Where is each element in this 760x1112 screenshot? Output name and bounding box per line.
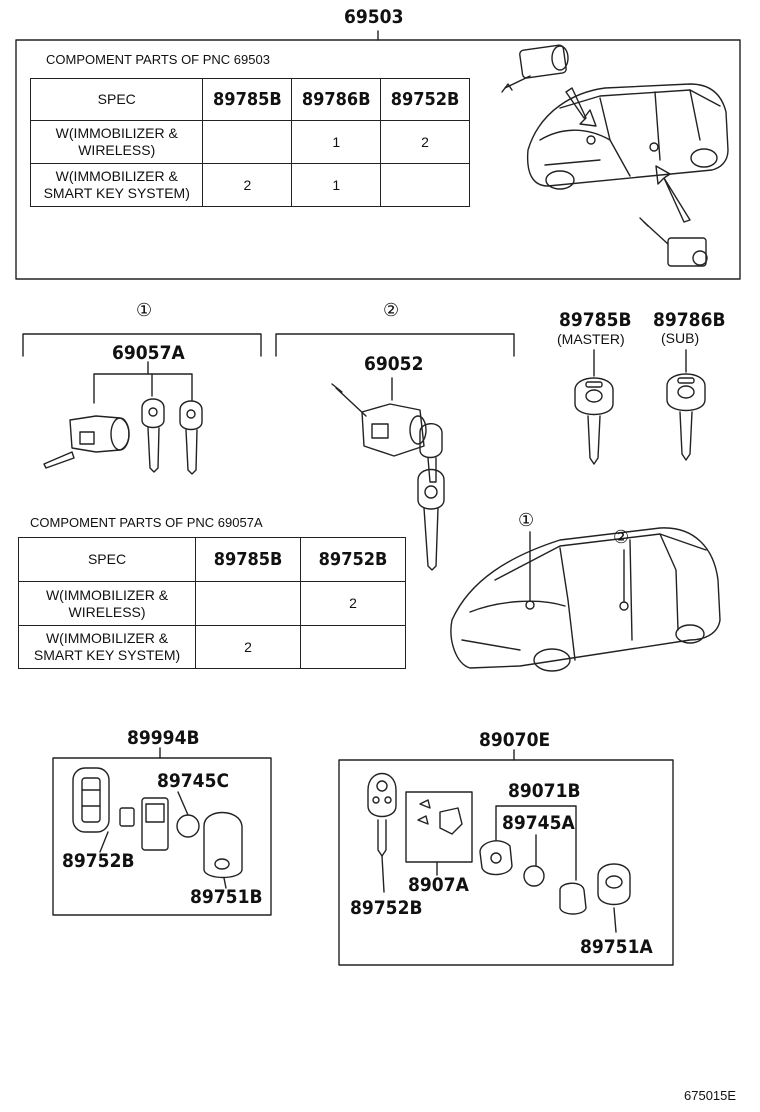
table-cell: 1 — [291, 120, 382, 164]
spec-line: W(IMMOBILIZER & — [45, 630, 169, 646]
group1-bracket — [22, 333, 262, 357]
table-cell: 2 — [380, 120, 470, 164]
transmitter-part-label: 89751A — [580, 936, 653, 958]
smart-key-group-frame — [52, 757, 272, 916]
transmitter-part-label: 89752B — [350, 897, 423, 919]
top-table-title: COMPOMENT PARTS OF PNC 69503 — [46, 52, 270, 67]
group2-cylinder-drawing — [331, 377, 427, 457]
transmitter-part-label: 8907A — [408, 874, 469, 896]
table-cell — [380, 163, 470, 207]
table-row: W(IMMOBILIZER &WIRELESS) 1 2 — [29, 120, 470, 164]
top-cylinder-drawing — [501, 44, 569, 93]
middle-car-marker-2: ② — [613, 527, 630, 547]
group1-cylinder-drawing — [43, 415, 130, 469]
table-cell: 1 — [291, 163, 382, 207]
transmitter-part-label: 89071B — [508, 780, 581, 802]
smart-key-part-label: 89745C — [157, 770, 230, 792]
spec-line: W(IMMOBILIZER & — [55, 125, 178, 141]
middle-car-drawing — [450, 527, 721, 672]
transmitter-parts-box — [405, 791, 473, 863]
transmitter-part-label: 89745A — [502, 812, 575, 834]
transmitter-cover-drawing — [559, 882, 587, 915]
transmitter-case-drawing — [479, 840, 513, 876]
smart-key-battery — [176, 814, 200, 838]
smart-key-group-pnc: 89994B — [127, 727, 200, 749]
transmitter-group-pnc: 89070E — [479, 729, 551, 751]
group2-pnc: 69052 — [364, 353, 424, 375]
top-table-header-spec: SPEC — [29, 78, 204, 121]
smart-key-insert-drawing — [141, 797, 169, 851]
top-table-header-col1: 89785B — [202, 78, 293, 121]
spec-line: WIRELESS) — [78, 142, 156, 158]
transmitter-battery — [523, 865, 545, 887]
spec-line: W(IMMOBILIZER & — [55, 168, 178, 184]
top-door-lock-drawing — [639, 217, 708, 267]
spec-line: SMART KEY SYSTEM) — [43, 185, 190, 201]
group2-bracket — [275, 333, 515, 357]
top-group-pnc: 69503 — [344, 6, 404, 28]
transmitter-bracket — [495, 805, 577, 881]
table-row: W(IMMOBILIZER &WIRELESS) 2 — [17, 581, 406, 626]
master-key-pnc: 89785B — [559, 309, 632, 331]
transmitter-small-parts — [417, 799, 463, 835]
mid-spec-table: SPEC 89785B 89752B W(IMMOBILIZER &WIRELE… — [17, 537, 406, 669]
top-spec-table: SPEC 89785B 89786B 89752B W(IMMOBILIZER … — [29, 78, 470, 207]
middle-car-marker-1: ① — [518, 510, 535, 530]
mid-table-header-col2: 89752B — [300, 537, 406, 582]
mid-table-header-spec: SPEC — [17, 537, 197, 582]
group1-key-a — [141, 398, 165, 473]
sub-key-label: (SUB) — [661, 330, 700, 346]
smart-key-fob-drawing — [72, 767, 110, 833]
top-table-header-col3: 89752B — [380, 78, 470, 121]
group2-marker: ② — [383, 300, 400, 320]
table-cell: 2 — [195, 625, 302, 669]
spec-line: WIRELESS) — [68, 603, 146, 620]
group2-key-b — [417, 468, 445, 571]
transmitter-key-drawing — [367, 773, 397, 857]
table-cell — [300, 625, 406, 669]
smart-key-part-label: 89751B — [190, 886, 263, 908]
smart-key-small-part — [119, 807, 135, 827]
table-cell — [195, 581, 302, 626]
smart-key-part-label: 89752B — [62, 850, 135, 872]
table-cell — [202, 120, 293, 164]
top-table-header-col2: 89786B — [291, 78, 382, 121]
top-arrow-front — [565, 87, 597, 127]
mid-table-title: COMPOMENT PARTS OF PNC 69057A — [30, 515, 263, 530]
transmitter-head-drawing — [597, 863, 631, 906]
transmitter-group-frame — [338, 759, 674, 966]
spec-line: W(IMMOBILIZER & — [45, 586, 169, 603]
smart-key-cover-drawing — [203, 811, 243, 879]
diagram-id: 675015E — [684, 1088, 737, 1103]
table-cell: 2 — [300, 581, 406, 626]
mid-table-header-col1: 89785B — [195, 537, 302, 582]
master-key-drawing — [574, 349, 614, 465]
table-cell: 2 — [202, 163, 293, 207]
top-car-drawing — [526, 83, 729, 190]
group1-key-b — [179, 400, 203, 475]
group1-marker: ① — [136, 300, 153, 320]
master-key-label: (MASTER) — [557, 331, 625, 347]
sub-key-drawing — [666, 349, 706, 461]
top-arrow-door — [655, 165, 691, 223]
group1-pnc: 69057A — [112, 342, 185, 364]
group2-key-a — [419, 423, 443, 483]
table-row: W(IMMOBILIZER &SMART KEY SYSTEM) 2 — [17, 625, 406, 669]
sub-key-pnc: 89786B — [653, 309, 726, 331]
table-row: W(IMMOBILIZER &SMART KEY SYSTEM) 2 1 — [29, 163, 470, 207]
spec-line: SMART KEY SYSTEM) — [33, 647, 181, 663]
